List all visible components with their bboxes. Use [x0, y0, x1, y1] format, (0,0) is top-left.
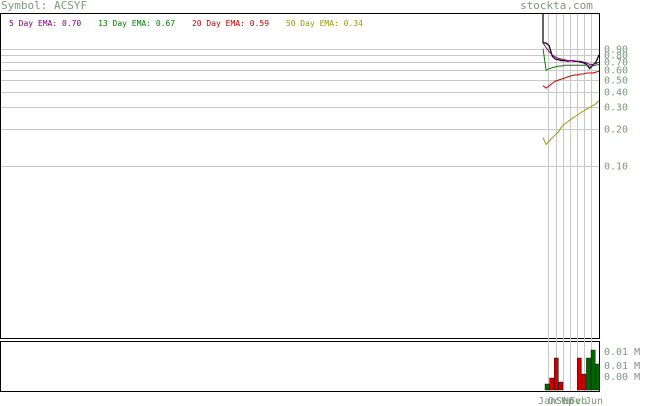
axis-labels: 0.900.800.700.600.500.40 0.30 0.20 0.10 0.01…	[538, 45, 640, 406]
volume-bar-10	[590, 349, 596, 391]
volume-tick-label-2: 0.00 M	[604, 372, 640, 383]
volume-tick-label-0: 0.01 M	[604, 347, 640, 358]
volume-panel-frame	[0, 341, 600, 392]
x-tick-label-3: Nov	[563, 396, 581, 406]
x-tick-label-1: Oct	[548, 396, 566, 406]
volume-bar-8	[581, 373, 587, 391]
grid-lines	[1, 14, 599, 391]
volume-bar-3	[558, 381, 564, 391]
series-ema13	[542, 48, 600, 72]
price-tick-label-4: 0.50	[604, 76, 628, 87]
volume-bar-1	[549, 377, 554, 391]
ema-legend: 5 Day EMA: 0.70 13 Day EMA: 0.67 20 Day …	[9, 19, 363, 29]
x-tick-label-2: Sep	[556, 396, 574, 406]
x-tick-label-0: Jan	[538, 396, 556, 406]
series-ema50	[542, 100, 600, 146]
legend-ema50: 50 Day EMA: 0.34	[285, 19, 363, 28]
series-ema5	[542, 42, 600, 65]
volume-bar-9	[586, 357, 591, 391]
series-ema20	[542, 70, 600, 89]
x-tick-label-5: Jun	[585, 396, 603, 406]
symbol-label: Symbol: ACSYF	[1, 0, 88, 12]
volume-bar-2	[554, 357, 559, 391]
volume-tick-label-1: 0.01 M	[604, 361, 640, 372]
price-tick-label-6: 0.30	[604, 103, 628, 114]
ema-series	[542, 14, 600, 146]
price-tick-label-2: 0.70	[604, 58, 628, 69]
volume-bar-11	[595, 363, 600, 391]
legend-ema20: 20 Day EMA: 0.59	[191, 19, 270, 28]
volume-bar-7	[577, 357, 582, 391]
price-tick-label-1: 0.80	[604, 51, 628, 62]
volume-bar-0	[544, 383, 550, 391]
x-tick-label-4: Feb	[569, 396, 587, 406]
volume-bars	[544, 349, 600, 391]
price-tick-label-8: 0.10	[604, 162, 628, 173]
price-tick-label-5: 0.40	[604, 88, 628, 99]
price-tick-label-3: 0.60	[604, 66, 628, 77]
price-panel-frame	[0, 13, 600, 339]
legend-ema5: 5 Day EMA: 0.70	[9, 19, 82, 28]
legend-ema13: 13 Day EMA: 0.67	[98, 19, 176, 28]
price-tick-label-0: 0.90	[604, 45, 628, 56]
price-tick-label-7: 0.20	[604, 125, 628, 136]
site-label: stockta.com	[520, 0, 593, 12]
